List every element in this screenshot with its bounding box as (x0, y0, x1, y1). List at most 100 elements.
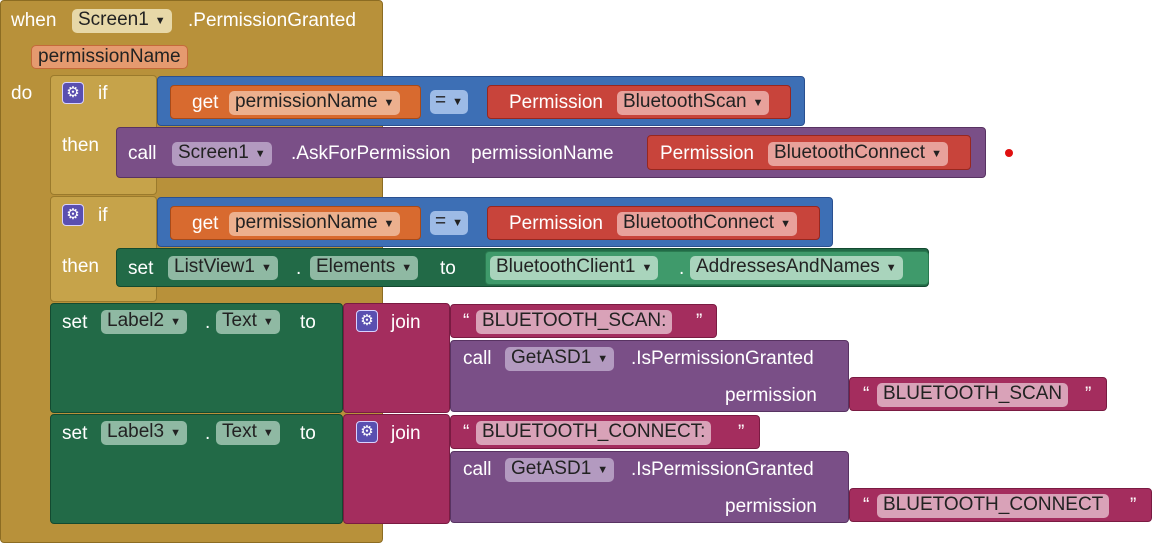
gear-icon[interactable]: ⚙ (356, 421, 378, 443)
param-label: permission (725, 496, 817, 517)
property-dropdown[interactable]: Text ▼ (216, 421, 280, 445)
property-name: Text (222, 310, 257, 331)
quote-open: “ (463, 311, 470, 332)
join-label: join (391, 423, 421, 444)
chevron-down-icon: ▼ (383, 218, 395, 230)
permission-name: BluetoothConnect (623, 212, 775, 233)
property-dropdown[interactable]: Elements▼ (310, 256, 419, 280)
quote-close: ” (1130, 495, 1137, 516)
join-label: join (391, 312, 421, 333)
component-dropdown[interactable]: GetASD1 ▼ (505, 347, 615, 371)
component-name: Label3 (107, 421, 165, 442)
chevron-down-icon: ▼ (262, 427, 274, 439)
quote-close: ” (696, 311, 703, 332)
chevron-down-icon: ▼ (641, 262, 653, 274)
text-value-field[interactable]: BLUETOOTH_CONNECT (877, 494, 1110, 518)
event-when-label: when (11, 10, 57, 31)
if-label: if (98, 205, 108, 226)
dot-separator: . (296, 258, 302, 279)
screen-component-dropdown[interactable]: Screen1 ▼ (72, 9, 172, 33)
then-label: then (62, 256, 99, 277)
dot-separator: . (679, 258, 685, 279)
call-label: call (463, 348, 492, 369)
compare-operator-dropdown[interactable]: =▼ (430, 211, 468, 235)
component-name: GetASD1 (511, 347, 592, 368)
to-label: to (440, 258, 456, 279)
gear-icon[interactable]: ⚙ (356, 310, 378, 332)
component-dropdown[interactable]: ListView1▼ (168, 256, 278, 280)
quote-open: “ (463, 422, 470, 443)
method-name: .AskForPermission (291, 143, 451, 164)
set-label2-text-block[interactable] (50, 303, 343, 413)
call-label: call (463, 459, 492, 480)
permission-dropdown[interactable]: BluetoothConnect ▼ (768, 142, 948, 166)
permission-name: BluetoothScan (623, 91, 747, 112)
component-name: Screen1 (178, 142, 249, 163)
chevron-down-icon: ▼ (452, 96, 463, 108)
chevron-down-icon: ▼ (452, 217, 463, 229)
operator-value: = (435, 90, 447, 111)
text-value-field[interactable]: BLUETOOTH_CONNECT: (476, 421, 712, 445)
property-dropdown[interactable]: Text ▼ (216, 310, 280, 334)
event-name-label: .PermissionGranted (188, 10, 356, 31)
set-label: set (62, 423, 88, 444)
quote-open: “ (863, 384, 870, 405)
call-label: call (128, 143, 157, 164)
text-value-field[interactable]: BLUETOOTH_SCAN: (476, 310, 673, 334)
component-dropdown[interactable]: GetASD1▼ (505, 458, 615, 482)
screen-component-name: Screen1 (78, 9, 149, 30)
variable-dropdown[interactable]: permissionName ▼ (229, 212, 401, 236)
variable-dropdown[interactable]: permissionName▼ (229, 91, 401, 115)
chevron-down-icon: ▼ (154, 15, 166, 27)
arg-name-label: permissionName (471, 143, 614, 164)
gear-icon[interactable]: ⚙ (62, 204, 84, 226)
chevron-down-icon: ▼ (254, 148, 266, 160)
method-name: .IsPermissionGranted (631, 459, 814, 480)
text-value-field[interactable]: BLUETOOTH_SCAN (877, 383, 1069, 407)
chevron-down-icon: ▼ (780, 218, 791, 230)
source-component-dropdown[interactable]: BluetoothClient1 ▼ (490, 256, 659, 280)
chevron-down-icon: ▼ (170, 427, 181, 439)
property-name: Elements (316, 256, 396, 277)
permission-name: BluetoothConnect (774, 142, 926, 163)
operator-value: = (435, 211, 447, 232)
quote-open: “ (863, 495, 870, 516)
permission-word: Permission (509, 92, 603, 113)
chevron-down-icon: ▼ (931, 148, 942, 160)
event-do-label: do (11, 83, 33, 104)
error-indicator-icon (1005, 149, 1013, 157)
source-property-name: AddressesAndNames (696, 256, 880, 277)
component-dropdown[interactable]: Label3 ▼ (101, 421, 187, 445)
property-name: Text (222, 421, 257, 442)
gear-icon[interactable]: ⚙ (62, 82, 84, 104)
param-label: permission (725, 385, 817, 406)
component-dropdown[interactable]: Label2▼ (101, 310, 187, 334)
permission-dropdown[interactable]: BluetoothConnect ▼ (617, 212, 797, 236)
set-label: set (128, 258, 154, 279)
chevron-down-icon: ▼ (752, 97, 764, 109)
compare-operator-dropdown[interactable]: =▼ (430, 90, 468, 114)
quote-close: ” (738, 422, 745, 443)
dot-separator: . (205, 423, 211, 444)
chevron-down-icon: ▼ (262, 316, 274, 328)
variable-name: permissionName (235, 212, 378, 233)
permission-word: Permission (509, 213, 603, 234)
component-name: Label2 (107, 310, 165, 331)
source-property-dropdown[interactable]: AddressesAndNames▼ (690, 256, 903, 280)
set-label3-text-block[interactable] (50, 414, 343, 524)
source-component-name: BluetoothClient1 (496, 256, 636, 277)
chevron-down-icon: ▼ (260, 262, 272, 274)
variable-name: permissionName (235, 91, 378, 112)
method-name: .IsPermissionGranted (631, 348, 814, 369)
then-label: then (62, 135, 99, 156)
chevron-down-icon: ▼ (597, 353, 609, 365)
event-param-permission-name[interactable]: permissionName (31, 45, 188, 69)
permission-word: Permission (660, 143, 754, 164)
dot-separator: . (205, 312, 211, 333)
component-name: GetASD1 (511, 458, 592, 479)
screen-component-dropdown[interactable]: Screen1 ▼ (172, 142, 272, 166)
permission-dropdown[interactable]: BluetoothScan ▼ (617, 91, 770, 115)
to-label: to (300, 312, 316, 333)
set-label: set (62, 312, 88, 333)
get-label: get (192, 92, 219, 113)
